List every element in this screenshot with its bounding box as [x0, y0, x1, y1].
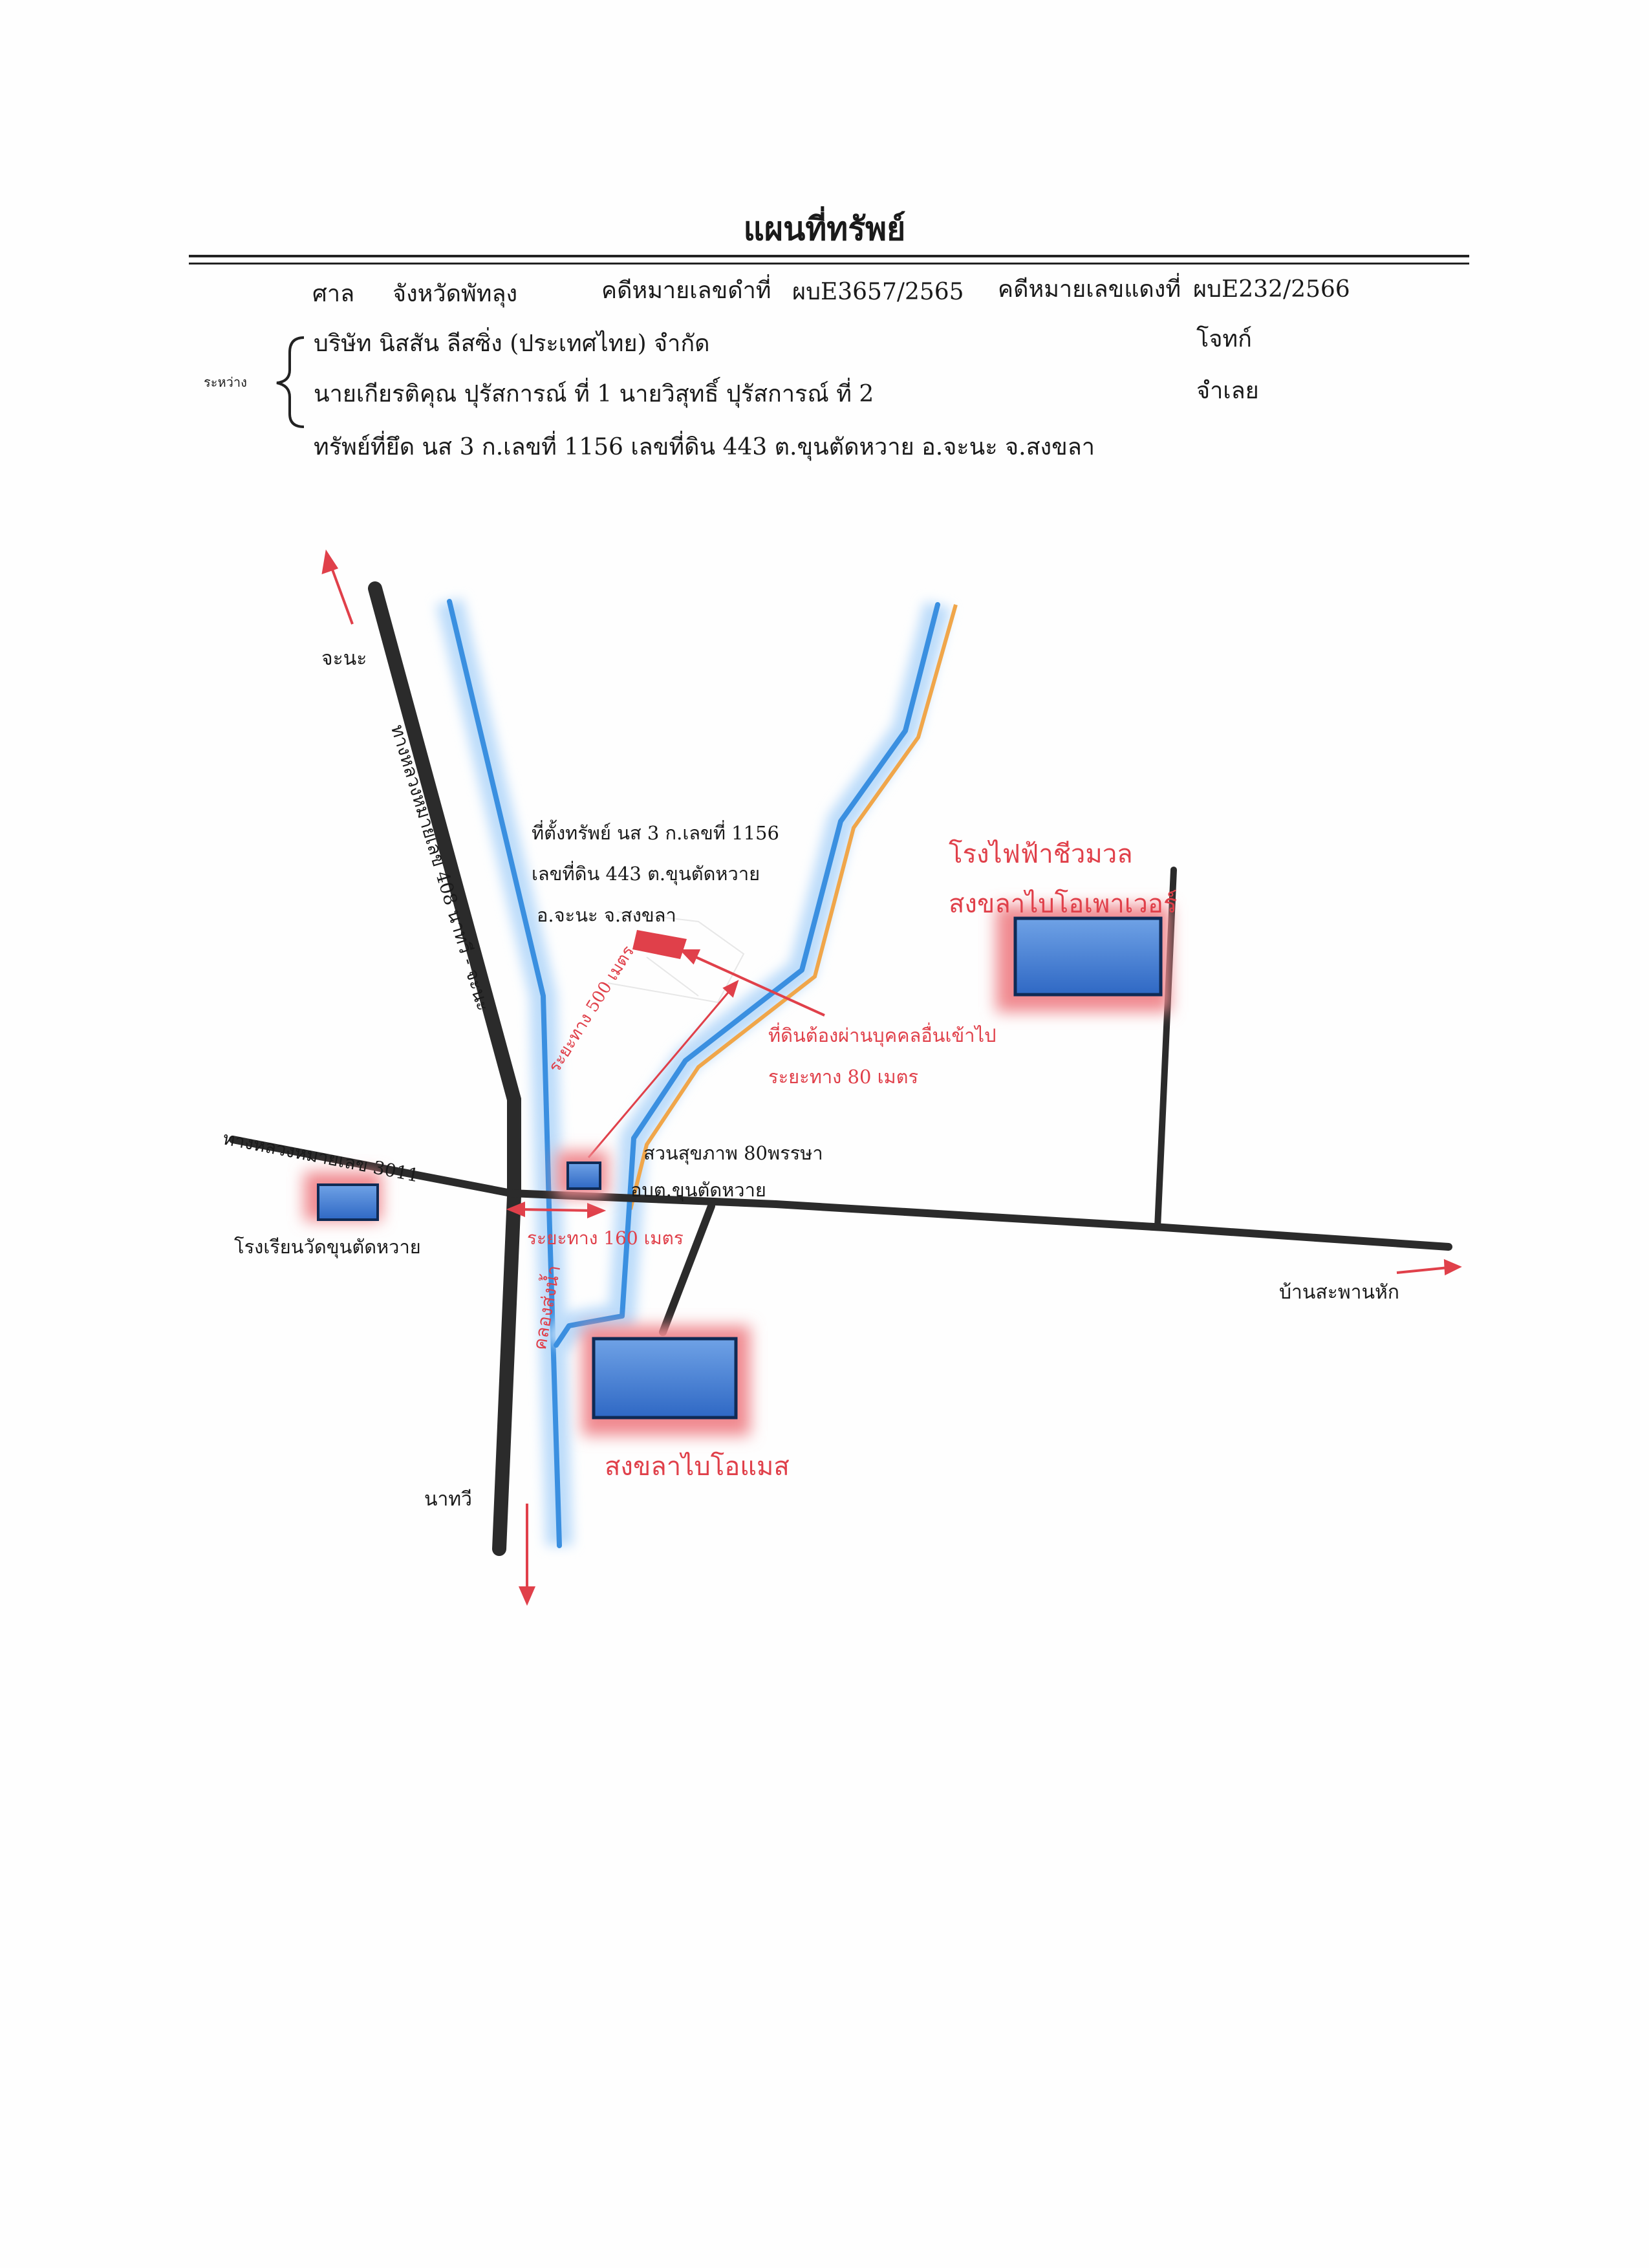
park-building: [556, 1151, 608, 1198]
black-case-label: คดีหมายเลขดำที่: [601, 277, 771, 304]
title-rule-top: [189, 255, 1469, 257]
court-label: ศาล: [312, 281, 355, 307]
page-title: แผนที่ทรัพย์: [743, 210, 906, 248]
access-note-line1: ที่ดินต้องผ่านบุคคลอื่นเข้าไป: [768, 1024, 997, 1046]
seized-property: ทรัพย์ที่ยึด นส 3 ก.เลขที่ 1156 เลขที่ดิ…: [314, 434, 1095, 460]
arrow-south: [518, 1504, 536, 1606]
biomass-label: สงขลาไบโอแมส: [605, 1452, 790, 1482]
park-label-line2: อบต.ขุนตัดหวาย: [630, 1179, 766, 1201]
south-direction-label: นาทวี: [424, 1488, 472, 1511]
defendant-names: นายเกียรติคุณ ปุรัสการณ์ ที่ 1 นายวิสุทธ…: [314, 381, 874, 407]
biomass-building: [582, 1326, 750, 1436]
school-label: โรงเรียนวัดขุนตัดหวาย: [234, 1236, 421, 1258]
court-value: จังหวัดพัทลุง: [393, 281, 518, 307]
access-arrow: [679, 949, 825, 1017]
road-to-biomass: [659, 1202, 715, 1336]
property-location-line2: เลขที่ดิน 443 ต.ขุนตัดหวาย: [532, 863, 760, 885]
power-plant-label-line2: สงขลาไบโอเพาเวอร์: [949, 889, 1178, 919]
road-to-powerplant: [1154, 867, 1177, 1231]
arrow-east: [1396, 1258, 1462, 1276]
property-location-line3: อ.จะนะ จ.สงขลา: [537, 904, 676, 926]
park-label-line1: สวนสุขภาพ 80พรรษา: [643, 1142, 823, 1164]
parcel-outlines: [607, 911, 745, 1004]
distance-500-arrow: [587, 980, 739, 1158]
red-case-value: ผบE232/2566: [1193, 276, 1350, 303]
road-3011: [229, 1136, 1452, 1251]
access-note-line2: ระยะทาง 80 เมตร: [768, 1066, 919, 1088]
plaintiff-role: โจทก์: [1196, 326, 1252, 352]
defendant-role: จำเลย: [1196, 378, 1259, 404]
plaintiff-name: บริษัท นิสสัน ลีสซิ่ง (ประเทศไทย) จำกัด: [314, 330, 710, 357]
distance-160-arrow: [506, 1202, 607, 1218]
power-plant-label-line1: โรงไฟฟ้าชีวมวล: [949, 839, 1133, 869]
arrow-north: [321, 549, 354, 625]
orange-track: [629, 604, 958, 1210]
title-rule-bottom: [189, 263, 1469, 265]
red-case-label: คดีหมายเลขแดงที่: [998, 276, 1181, 303]
canal-right: [554, 602, 940, 1348]
highway-408: [368, 581, 521, 1556]
canal-left: [447, 599, 562, 1548]
black-case-value: ผบE3657/2565: [792, 279, 964, 305]
property-location-line1: ที่ตั้งทรัพย์ นส 3 ก.เลขที่ 1156: [532, 822, 779, 844]
property-parcel: [632, 930, 687, 959]
north-direction-label: จะนะ: [321, 647, 367, 670]
distance-160-label: ระยะทาง 160 เมตร: [527, 1227, 684, 1249]
school-building: [304, 1172, 382, 1221]
between-label: ระหว่าง: [204, 374, 247, 390]
power-plant-building: [996, 905, 1170, 1012]
east-direction-label: บ้านสะพานหัก: [1279, 1281, 1399, 1304]
